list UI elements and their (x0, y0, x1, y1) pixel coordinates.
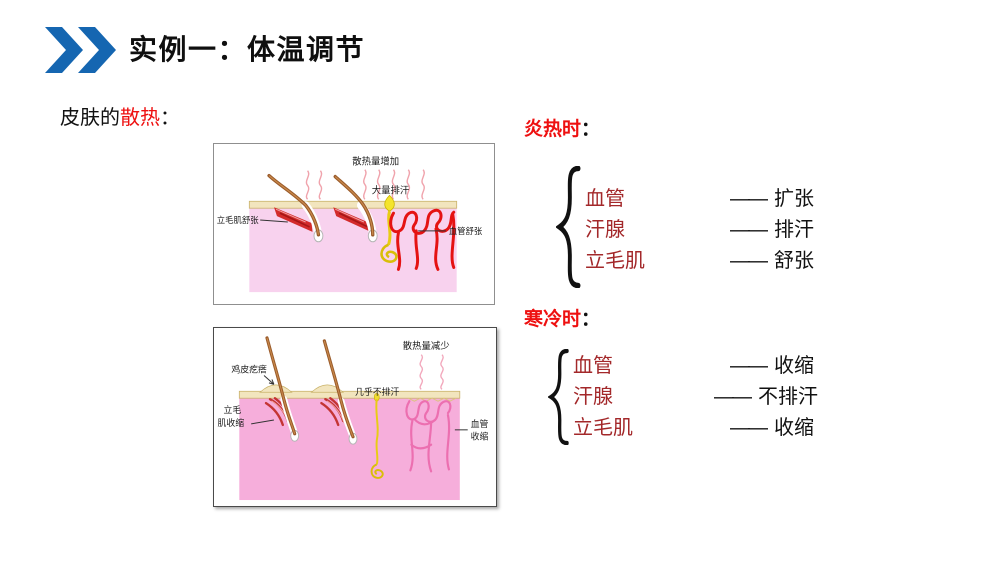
hot-skin-diagram: 散热量增加 大量排汗 立毛肌舒张 血管舒张 (217, 156, 483, 293)
organ-label: 血管 (585, 188, 625, 210)
cold-items: 血管 —— 收缩 汗腺 —— 不排汗 立毛肌 —— 收缩 (573, 351, 818, 444)
list-item: 立毛肌 —— 收缩 (573, 413, 818, 444)
organ-label: 汗腺 (585, 219, 625, 241)
leader-lines (260, 219, 446, 232)
connector-dash: —— (714, 386, 752, 408)
organ-label: 血管 (573, 355, 613, 377)
goosebump (310, 384, 345, 393)
list-item: 血管 —— 收缩 (573, 351, 818, 382)
hot-diagram-vessel-label: 血管舒张 (449, 226, 483, 236)
cold-skin-diagram: 散热量减少 鸡皮疙瘩 几乎不排汗 立毛 肌收缩 血管 收缩 (218, 336, 489, 501)
organ-label: 立毛肌 (585, 250, 645, 272)
response-label: 扩张 (774, 188, 814, 210)
double-chevron-icon (45, 27, 116, 73)
cold-diagram-sweat-label: 几乎不排汗 (355, 386, 399, 397)
cold-diagram-vessel-label-line1: 血管 (471, 418, 489, 429)
hot-items: 血管 —— 扩张 汗腺 —— 排汗 立毛肌 —— 舒张 (585, 184, 814, 277)
goosebump (259, 384, 293, 393)
skin-surface (238, 384, 461, 402)
hair-right (322, 339, 358, 445)
cold-skin-diagram-box: 散热量减少 鸡皮疙瘩 几乎不排汗 立毛 肌收缩 血管 收缩 (213, 327, 497, 507)
leader-lines (251, 375, 468, 431)
connector-dash: —— (730, 219, 768, 241)
organ-label: 立毛肌 (573, 417, 633, 439)
hot-heading-colon: ： (581, 119, 601, 140)
hot-diagram-sweat-label: 大量排汗 (372, 184, 410, 195)
connector-dash: —— (730, 355, 768, 377)
subtitle: 皮肤的散热： (60, 101, 180, 130)
connector-dash: —— (730, 250, 768, 272)
list-item: 血管 —— 扩张 (585, 184, 814, 215)
organ-label: 汗腺 (573, 386, 613, 408)
cold-diagram-muscle-label-line1: 立毛 (223, 404, 241, 415)
hot-skin-diagram-box: 散热量增加 大量排汗 立毛肌舒张 血管舒张 (213, 143, 495, 305)
response-label: 收缩 (774, 355, 814, 377)
list-item: 立毛肌 —— 舒张 (585, 246, 814, 277)
response-label: 收缩 (774, 417, 814, 439)
hair-left (265, 336, 300, 442)
hot-heading-text: 炎热时 (524, 119, 582, 140)
hot-diagram-top-label: 散热量增加 (352, 156, 399, 167)
heat-waves (419, 354, 444, 390)
erector-muscle-right (333, 207, 371, 232)
cold-brace (548, 349, 569, 445)
cold-diagram-vessel-label-line2: 收缩 (471, 431, 489, 442)
sweat-gland (380, 194, 398, 263)
connector-dash: —— (730, 417, 768, 439)
response-label: 不排汗 (758, 386, 818, 408)
cold-heading-text: 寒冷时 (524, 309, 582, 330)
page-title: 实例一：体温调节 (129, 34, 366, 65)
cold-heading-colon: ： (581, 309, 601, 330)
subtitle-prefix: 皮肤的 (60, 107, 120, 129)
hair-left (267, 173, 324, 243)
response-label: 排汗 (774, 219, 814, 241)
subtitle-highlight: 散热 (120, 107, 160, 129)
hot-brace (556, 166, 581, 288)
cold-diagram-goosebumps-label: 鸡皮疙瘩 (231, 363, 267, 374)
list-item: 汗腺 —— 不排汗 (573, 382, 818, 413)
heat-waves (305, 169, 425, 200)
hair-right (333, 174, 378, 243)
hot-diagram-muscle-label: 立毛肌舒张 (217, 215, 259, 225)
subtitle-colon: ： (160, 107, 180, 129)
cold-section-heading: 寒冷时： (524, 304, 600, 331)
cold-diagram-muscle-label-line2: 肌收缩 (218, 417, 245, 428)
goosebump-arrow (263, 375, 275, 385)
skin-surface (248, 200, 458, 209)
list-item: 汗腺 —— 排汗 (585, 215, 814, 246)
sweat-gland (370, 392, 384, 479)
connector-dash: —— (730, 188, 768, 210)
response-label: 舒张 (774, 250, 814, 272)
erector-muscle-left (274, 207, 313, 232)
cold-diagram-top-label: 散热量减少 (403, 340, 450, 351)
blood-vessels (405, 400, 452, 473)
hot-section-heading: 炎热时： (524, 114, 600, 141)
